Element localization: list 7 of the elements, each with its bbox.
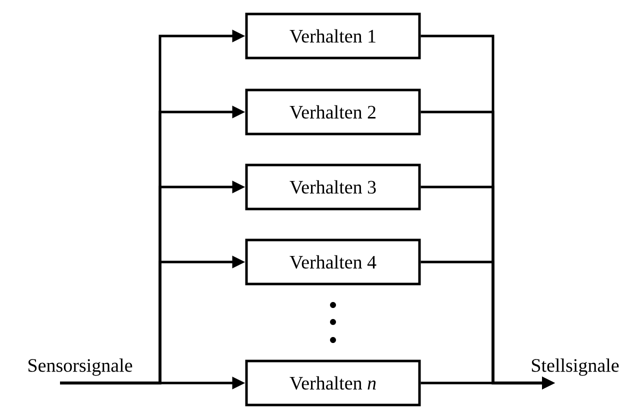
input-label: Sensorsignale	[28, 358, 132, 376]
process-box: Verhalten 3	[245, 164, 421, 210]
process-box: Verhalten 1	[245, 12, 421, 60]
process-box: Verhalten 4	[245, 238, 421, 286]
process-box: Verhalten 2	[245, 88, 421, 136]
process-box: Verhalten n	[245, 360, 421, 406]
output-label: Stellsignale	[532, 358, 619, 376]
